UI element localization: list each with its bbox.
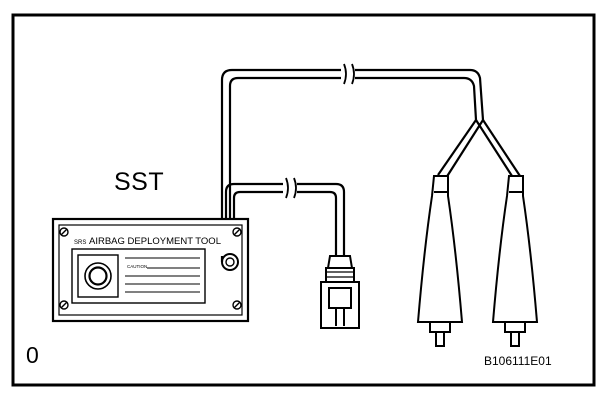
tool-title: AIRBAG DEPLOYMENT TOOL [89, 236, 221, 247]
figure-frame [11, 13, 596, 387]
left-alligator-clip [416, 175, 464, 347]
caution-text-lines [125, 257, 200, 293]
push-button [84, 262, 112, 290]
right-alligator-clip [491, 175, 539, 347]
connector-plug [320, 255, 360, 329]
lamp-icon [221, 253, 239, 271]
caution-label: CAUTION [127, 264, 147, 269]
lower-cable-break [283, 177, 297, 199]
upper-cable-break [341, 63, 355, 85]
deployment-tool: SRS AIRBAG DEPLOYMENT TOOL CAUTION [51, 217, 250, 323]
screw-icon [59, 227, 242, 310]
cable-split [437, 119, 521, 179]
tool-title-prefix: SRS [74, 240, 86, 246]
figure-code: B106111E01 [484, 354, 552, 368]
sst-label: SST [114, 168, 165, 196]
corner-number: 0 [26, 342, 39, 368]
